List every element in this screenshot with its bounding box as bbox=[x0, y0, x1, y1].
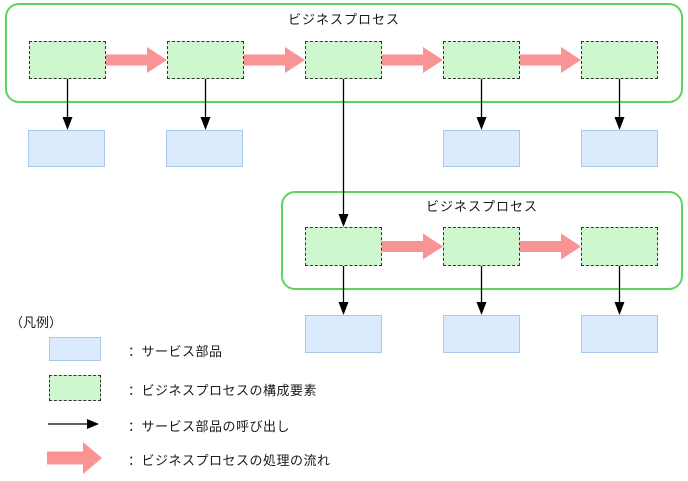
legend-title: （凡例） bbox=[10, 315, 63, 330]
service-part-box bbox=[443, 130, 520, 167]
process-element-box bbox=[443, 227, 520, 266]
legend-flow-arrow-icon bbox=[47, 442, 102, 474]
service-part-box bbox=[305, 315, 382, 353]
legend-call-arrow-icon bbox=[48, 419, 99, 429]
business-process-title-1: ビジネスプロセス bbox=[287, 12, 400, 27]
process-element-box bbox=[443, 41, 520, 79]
legend-label-service-part: ：サービス部品 bbox=[128, 344, 223, 359]
legend-label-process-flow: ：ビジネスプロセスの処理の流れ bbox=[128, 453, 331, 468]
legend-process-element-swatch bbox=[49, 375, 101, 401]
process-element-box bbox=[29, 41, 106, 79]
service-part-box bbox=[28, 130, 105, 167]
process-element-box bbox=[581, 227, 658, 266]
process-element-box bbox=[305, 41, 382, 79]
process-element-box bbox=[581, 41, 658, 79]
service-part-box bbox=[443, 315, 520, 353]
legend-label-service-call: ：サービス部品の呼び出し bbox=[128, 419, 291, 434]
legend-label-process-element: ：ビジネスプロセスの構成要素 bbox=[128, 383, 318, 398]
service-part-box bbox=[581, 130, 658, 167]
process-element-box bbox=[305, 227, 382, 266]
business-process-title-2: ビジネスプロセス bbox=[425, 199, 538, 214]
process-element-box bbox=[167, 41, 244, 79]
service-part-box bbox=[581, 315, 658, 353]
legend-service-part-swatch bbox=[49, 337, 101, 361]
service-part-box bbox=[166, 130, 243, 167]
